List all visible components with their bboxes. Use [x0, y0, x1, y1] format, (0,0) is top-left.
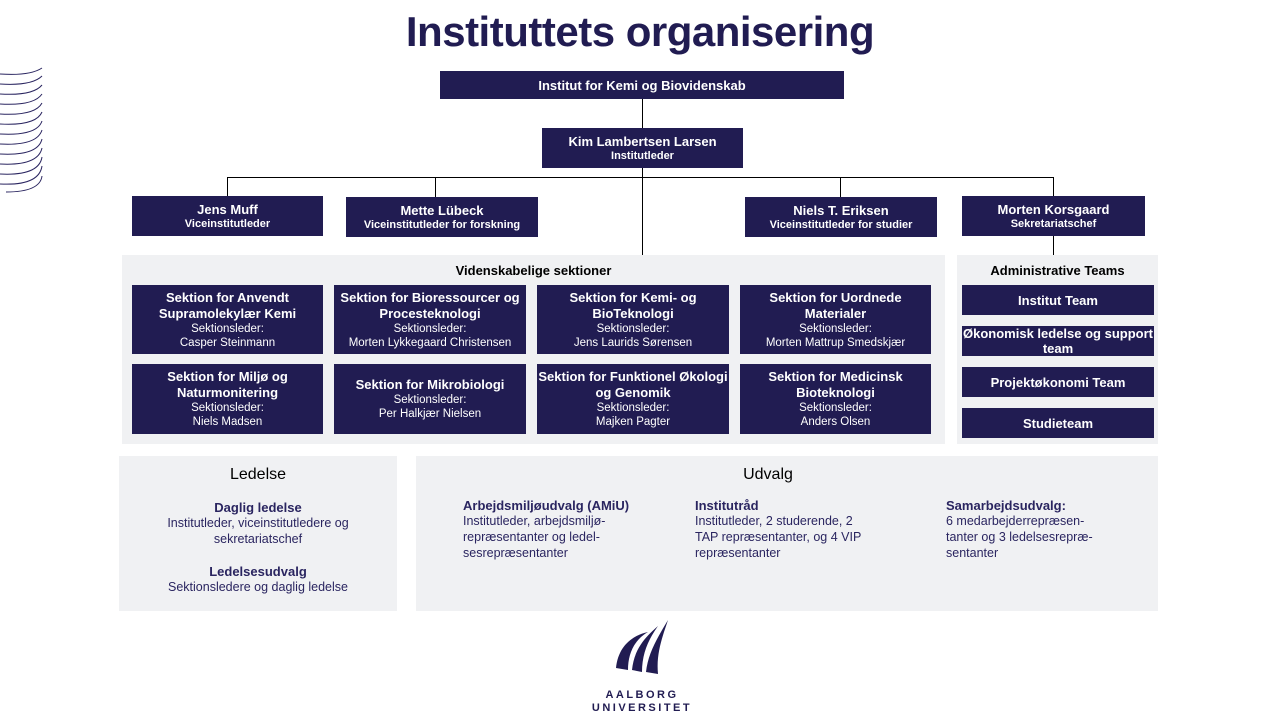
deputy-name: Niels T. Eriksen — [793, 202, 889, 218]
section-box: Sektion for Miljø og Naturmonitering Sek… — [132, 364, 323, 434]
section-name: Sektion for Anvendt Supramolekylær Kemi — [158, 289, 297, 321]
connector-deputy-1 — [227, 177, 228, 196]
deputy-box: Morten Korsgaard Sekretariatschef — [962, 196, 1145, 236]
section-leader: Majken Pagter — [595, 416, 671, 428]
deputy-name: Mette Lübeck — [400, 202, 484, 218]
sections-panel-title: Videnskabelige sektioner — [455, 263, 612, 278]
section-name: Sektion for Uordnede Materialer — [769, 289, 902, 321]
admin-team-box: Økonomisk ledelse og support team — [962, 326, 1154, 356]
udvalg-desc: 6 medarbejderrepræsen-tanter og 3 ledels… — [946, 514, 1093, 560]
section-box: Sektion for Mikrobiologi Sektionsleder: … — [334, 364, 526, 434]
deputy-box: Jens Muff Viceinstitutleder — [132, 196, 323, 236]
deputy-box: Mette Lübeck Viceinstitutleder for forsk… — [346, 197, 538, 237]
deputy-role: Viceinstitutleder for forskning — [363, 218, 521, 231]
udvalg-title: Udvalg — [743, 466, 793, 483]
section-box: Sektion for Bioressourcer og Procestekno… — [334, 285, 526, 354]
deputy-role: Viceinstitutleder — [184, 217, 271, 230]
deputy-role: Viceinstitutleder for studier — [769, 218, 913, 231]
aau-logo-text: AALBORG UNIVERSITET — [590, 689, 694, 715]
section-leader-label: Sektionsleder: — [799, 322, 872, 335]
udvalg-item: Institutråd Institutleder, 2 studerende,… — [695, 498, 875, 561]
section-box: Sektion for Medicinsk Bioteknologi Sekti… — [740, 364, 931, 434]
section-leader-label: Sektionsleder: — [393, 322, 467, 335]
logo-line1: AALBORG — [605, 689, 679, 701]
udvalg-term: Institutråd — [695, 498, 759, 513]
admin-team-name: Projektøkonomi Team — [990, 374, 1126, 390]
ledelse-title: Ledelse — [229, 466, 287, 483]
decorative-wave-lines — [0, 67, 43, 193]
admin-team-box: Projektøkonomi Team — [962, 367, 1154, 397]
connector-head-sections — [642, 167, 643, 255]
section-leader-label: Sektionsleder: — [799, 402, 872, 414]
connector-deputy-3 — [840, 177, 841, 197]
admin-team-box: Institut Team — [962, 285, 1154, 315]
section-leader: Jens Laurids Sørensen — [573, 336, 693, 349]
section-leader-label: Sektionsleder: — [596, 322, 670, 335]
section-leader: Morten Lykkegaard Christensen — [348, 336, 512, 349]
section-leader: Niels Madsen — [192, 416, 263, 428]
section-name: Sektion for Medicinsk Bioteknologi — [768, 369, 903, 400]
section-box: Sektion for Anvendt Supramolekylær Kemi … — [132, 285, 323, 354]
section-leader: Casper Steinmann — [179, 336, 276, 349]
udvalg-desc: Institutleder, arbejdsmiljø-repræsentant… — [463, 514, 606, 560]
institute-name: Institut for Kemi og Biovidenskab — [538, 77, 746, 93]
ledelse-desc: Sektionsledere og daglig ledelse — [168, 580, 348, 594]
deputy-name: Jens Muff — [197, 201, 258, 217]
section-leader-label: Sektionsleder: — [191, 402, 264, 414]
admin-team-name: Økonomisk ledelse og support team — [963, 326, 1153, 356]
ledelse-panel — [119, 456, 397, 611]
section-box: Sektion for Uordnede Materialer Sektions… — [740, 285, 931, 354]
section-leader-label: Sektionsleder: — [596, 402, 670, 414]
deputy-name: Morten Korsgaard — [997, 201, 1110, 217]
deputy-role: Sekretariatschef — [1010, 217, 1097, 230]
udvalg-desc: Institutleder, 2 studerende, 2 TAP repræ… — [695, 514, 862, 560]
udvalg-item: Arbejdsmiljøudvalg (AMiU) Institutleder,… — [463, 498, 631, 561]
section-leader: Morten Mattrup Smedskjær — [765, 336, 906, 349]
head-role: Institutleder — [611, 149, 674, 162]
admin-panel-title: Administrative Teams — [990, 263, 1125, 278]
section-leader-label: Sektionsleder: — [191, 322, 264, 335]
aau-logo-icon — [616, 620, 668, 674]
admin-team-box: Studieteam — [962, 408, 1154, 438]
admin-team-name: Studieteam — [1022, 415, 1094, 431]
udvalg-panel — [416, 456, 1158, 611]
udvalg-item: Samarbejdsudvalg: 6 medarbejderrepræsen-… — [946, 498, 1116, 561]
udvalg-term: Samarbejdsudvalg: — [946, 498, 1066, 513]
section-box: Sektion for Funktionel Økologi og Genomi… — [537, 364, 729, 434]
section-name: Sektion for Funktionel Økologi og Genomi… — [538, 369, 728, 400]
section-name: Sektion for Miljø og Naturmonitering — [167, 369, 288, 400]
logo-line2: UNIVERSITET — [591, 702, 693, 714]
section-name: Sektion for Kemi- og BioTeknologi — [569, 289, 697, 321]
section-box: Sektion for Kemi- og BioTeknologi Sektio… — [537, 285, 729, 354]
admin-team-name: Institut Team — [1018, 292, 1098, 308]
ledelse-term: Daglig ledelse — [214, 500, 302, 515]
section-name: Sektion for Mikrobiologi — [355, 377, 505, 392]
section-leader-label: Sektionsleder: — [393, 394, 467, 406]
ledelse-item: Ledelsesudvalg Sektionsledere og daglig … — [124, 564, 392, 595]
section-leader: Per Halkjær Nielsen — [378, 408, 482, 420]
ledelse-term: Ledelsesudvalg — [209, 564, 307, 579]
head-name: Kim Lambertsen Larsen — [568, 133, 717, 149]
section-name: Sektion for Bioressourcer og Procestekno… — [340, 289, 520, 321]
ledelse-desc: Institutleder, viceinstitutledere og sek… — [167, 516, 349, 546]
udvalg-term: Arbejdsmiljøudvalg (AMiU) — [463, 498, 630, 513]
page-title: Instituttets organisering — [405, 8, 875, 55]
ledelse-item: Daglig ledelse Institutleder, viceinstit… — [124, 500, 392, 547]
section-leader: Anders Olsen — [800, 416, 871, 428]
connector-deputy-2 — [435, 177, 436, 197]
deputy-box: Niels T. Eriksen Viceinstitutleder for s… — [745, 197, 937, 237]
connector-horizontal — [227, 177, 1054, 178]
head-box: Kim Lambertsen Larsen Institutleder — [542, 128, 743, 168]
connector-admin — [1053, 236, 1054, 255]
connector-deputy-4 — [1053, 177, 1054, 196]
connector-institute-head — [642, 99, 643, 128]
institute-box: Institut for Kemi og Biovidenskab — [440, 71, 844, 99]
